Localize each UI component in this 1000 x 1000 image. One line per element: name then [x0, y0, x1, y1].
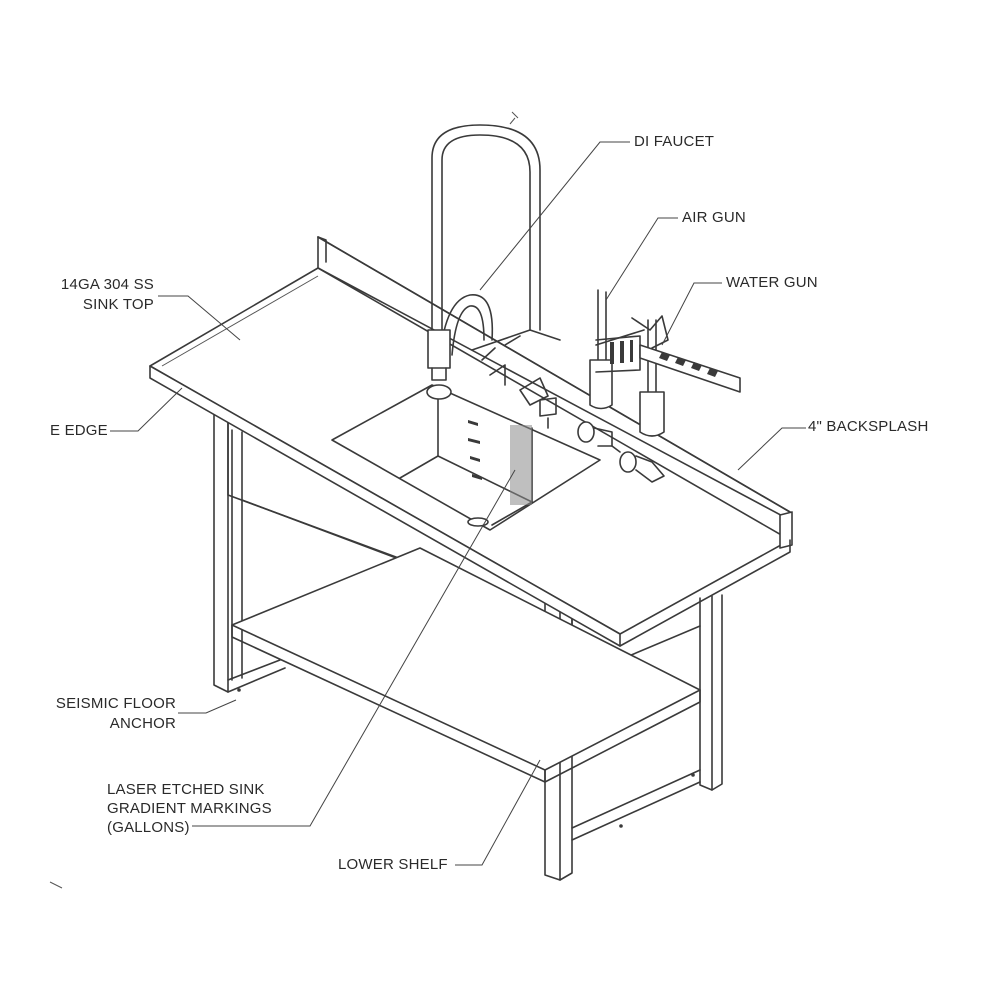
corner-mark — [49, 881, 63, 889]
label-air-gun: AIR GUN — [682, 209, 746, 226]
label-water-gun: WATER GUN — [726, 274, 818, 291]
anchor-stud — [619, 824, 623, 828]
anchor-stud — [237, 688, 241, 692]
tick-mark — [509, 111, 519, 125]
leader-lines — [110, 141, 806, 866]
label-seismic-line2: ANCHOR — [109, 715, 176, 732]
label-lower-shelf: LOWER SHELF — [338, 856, 448, 873]
label-laser-line1: LASER ETCHED SINK — [107, 781, 265, 798]
label-sink-top-line2: SINK TOP — [82, 296, 154, 313]
label-sink-top-line1: 14GA 304 SS — [60, 276, 154, 293]
label-seismic-line1: SEISMIC FLOOR — [55, 695, 176, 712]
anchor-stud — [691, 773, 695, 777]
label-edge: E EDGE — [50, 422, 108, 439]
water-gun — [611, 315, 741, 483]
air-gun — [577, 289, 645, 447]
lower-shelf — [231, 547, 701, 783]
label-laser-line2: GRADIENT MARKINGS — [107, 800, 272, 817]
label-backsplash: 4" BACKSPLASH — [808, 418, 929, 435]
label-laser-line3: (GALLONS) — [107, 819, 190, 836]
label-di-faucet: DI FAUCET — [634, 133, 715, 150]
sink-top — [149, 236, 793, 647]
di-faucet — [426, 124, 561, 429]
